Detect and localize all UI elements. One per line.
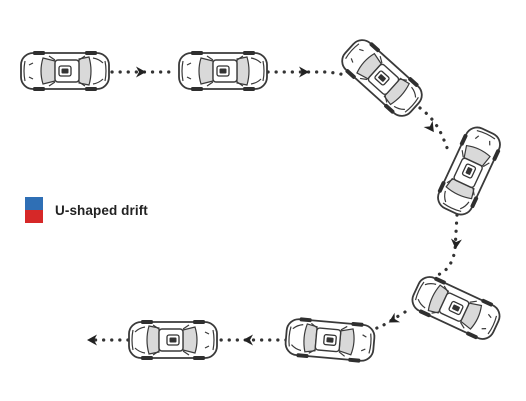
path-segment-4 xyxy=(428,213,459,282)
car-icon xyxy=(431,121,507,221)
legend-label: U-shaped drift xyxy=(55,202,148,218)
path-segment-3 xyxy=(418,106,451,157)
legend-swatch-red xyxy=(25,210,43,223)
car-icon xyxy=(335,32,429,124)
car-icon xyxy=(406,270,506,346)
legend: U-shaped drift xyxy=(25,197,148,223)
path-segment-2 xyxy=(266,70,349,78)
arrow-icon xyxy=(423,120,439,136)
car-icon xyxy=(283,315,377,365)
car-icon xyxy=(128,319,218,361)
car-icon xyxy=(20,50,110,92)
path-segment-5 xyxy=(370,310,407,332)
car-icon xyxy=(178,50,268,92)
legend-swatch-blue xyxy=(25,197,43,210)
legend-swatch-icon xyxy=(25,197,43,223)
arrow-icon xyxy=(243,334,253,346)
